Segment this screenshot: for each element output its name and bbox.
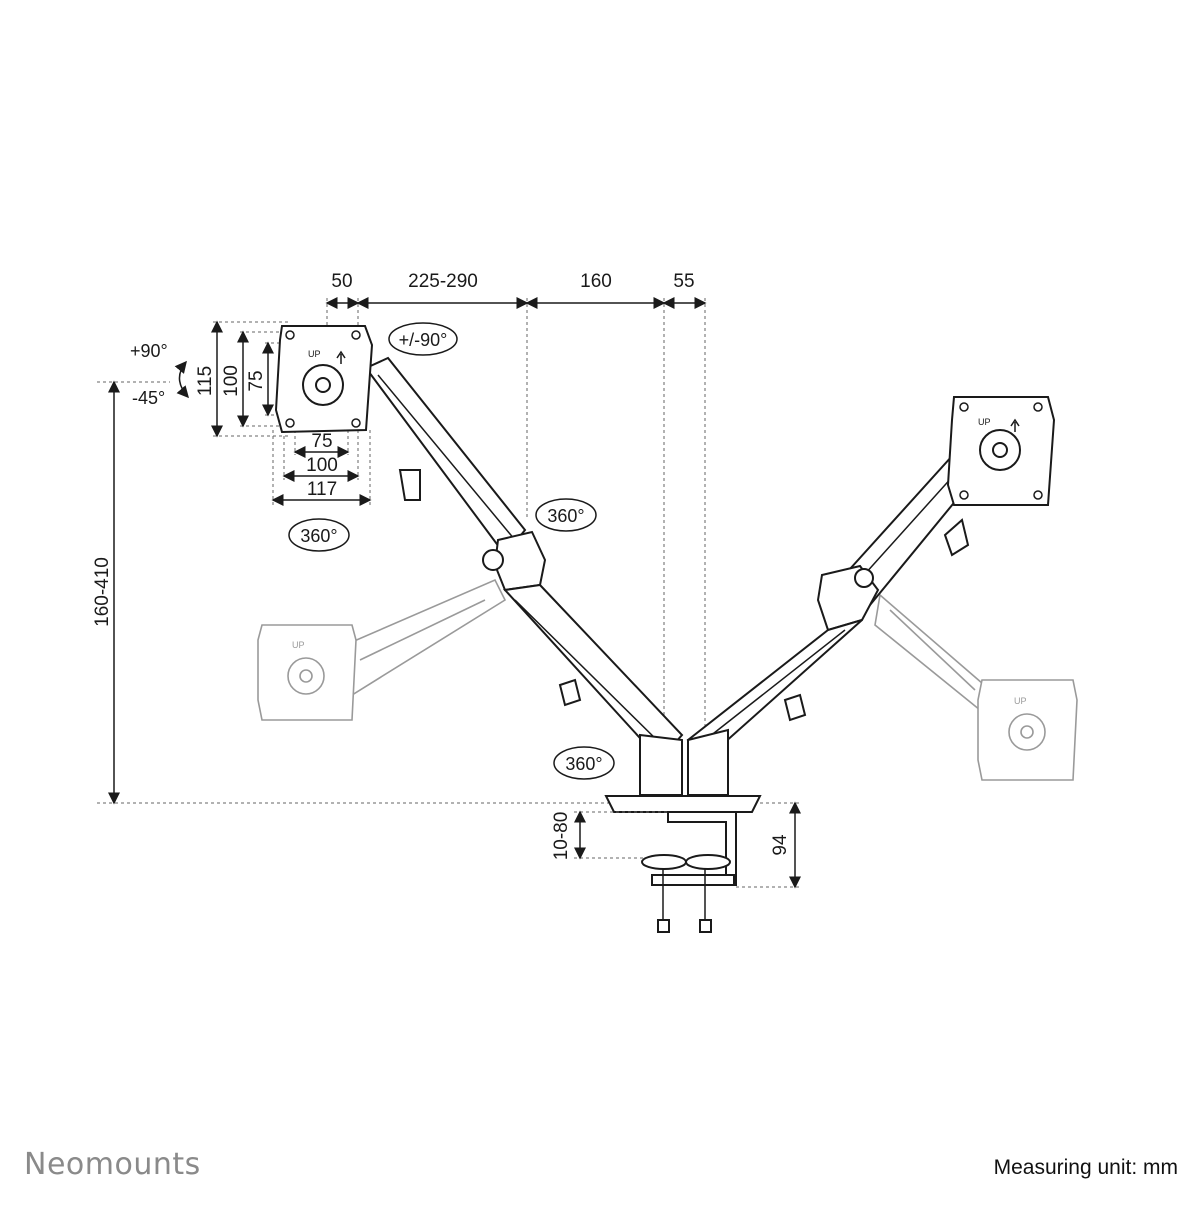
brand-logo: Neomounts bbox=[24, 1147, 201, 1182]
dim-arm-reach: 225-290 bbox=[408, 271, 478, 292]
desk-clamp bbox=[641, 811, 737, 933]
plate-rotation-indicator: 360° bbox=[288, 518, 350, 552]
measuring-unit-note: Measuring unit: mm bbox=[993, 1156, 1178, 1179]
top-dimension-chain: 50 225-290 160 55 bbox=[325, 271, 707, 760]
vesa-dimensions: 115 100 75 75 100 117 bbox=[195, 320, 372, 506]
right-elbow-joint bbox=[816, 564, 880, 632]
ghost-left-up-label: UP bbox=[292, 640, 305, 650]
dim-vesa-w2: 100 bbox=[306, 455, 338, 476]
left-lower-arm bbox=[502, 583, 684, 762]
left-upper-arm bbox=[364, 356, 527, 557]
height-dimension: 160-410 bbox=[92, 380, 610, 805]
base-rotation-label: 360° bbox=[565, 754, 602, 774]
tilt-down-label: -45° bbox=[132, 388, 165, 408]
dim-vesa-w1: 75 bbox=[311, 431, 332, 452]
dim-vesa-h2: 100 bbox=[221, 365, 242, 397]
swivel-indicator: +/-90° bbox=[388, 322, 458, 356]
ghost-left-arm: UP bbox=[257, 578, 507, 721]
ghost-right-up-label: UP bbox=[1014, 696, 1027, 706]
elbow-rotation-indicator: 360° bbox=[535, 498, 597, 532]
dim-vesa-h1: 115 bbox=[195, 366, 216, 396]
dim-top-offset: 50 bbox=[331, 271, 352, 292]
dim-pole-offset: 55 bbox=[673, 271, 694, 292]
base-rotation-indicator: 360° bbox=[553, 746, 615, 780]
left-plate-up-label: UP bbox=[308, 349, 321, 359]
right-plate-up-label: UP bbox=[978, 417, 991, 427]
dim-height-range: 160-410 bbox=[92, 557, 113, 627]
dim-desk-range: 10-80 bbox=[551, 812, 572, 861]
left-vesa-plate: UP bbox=[274, 325, 374, 434]
ghost-right-arm: UP bbox=[874, 593, 1078, 781]
tilt-up-label: +90° bbox=[130, 341, 168, 361]
clamp-dimensions: 10-80 94 bbox=[551, 801, 801, 889]
tilt-indicator: +90° -45° bbox=[130, 341, 189, 408]
dim-vesa-h3: 75 bbox=[246, 370, 267, 391]
plate-rotation-label: 360° bbox=[300, 526, 337, 546]
swivel-label: +/-90° bbox=[399, 330, 448, 350]
right-vesa-plate: UP bbox=[946, 396, 1056, 506]
elbow-rotation-label: 360° bbox=[547, 506, 584, 526]
dim-center-span: 160 bbox=[580, 271, 612, 292]
base-column bbox=[604, 728, 762, 813]
left-elbow-joint bbox=[482, 530, 547, 592]
dim-clamp-height: 94 bbox=[770, 834, 791, 856]
dim-vesa-w3: 117 bbox=[307, 479, 337, 500]
